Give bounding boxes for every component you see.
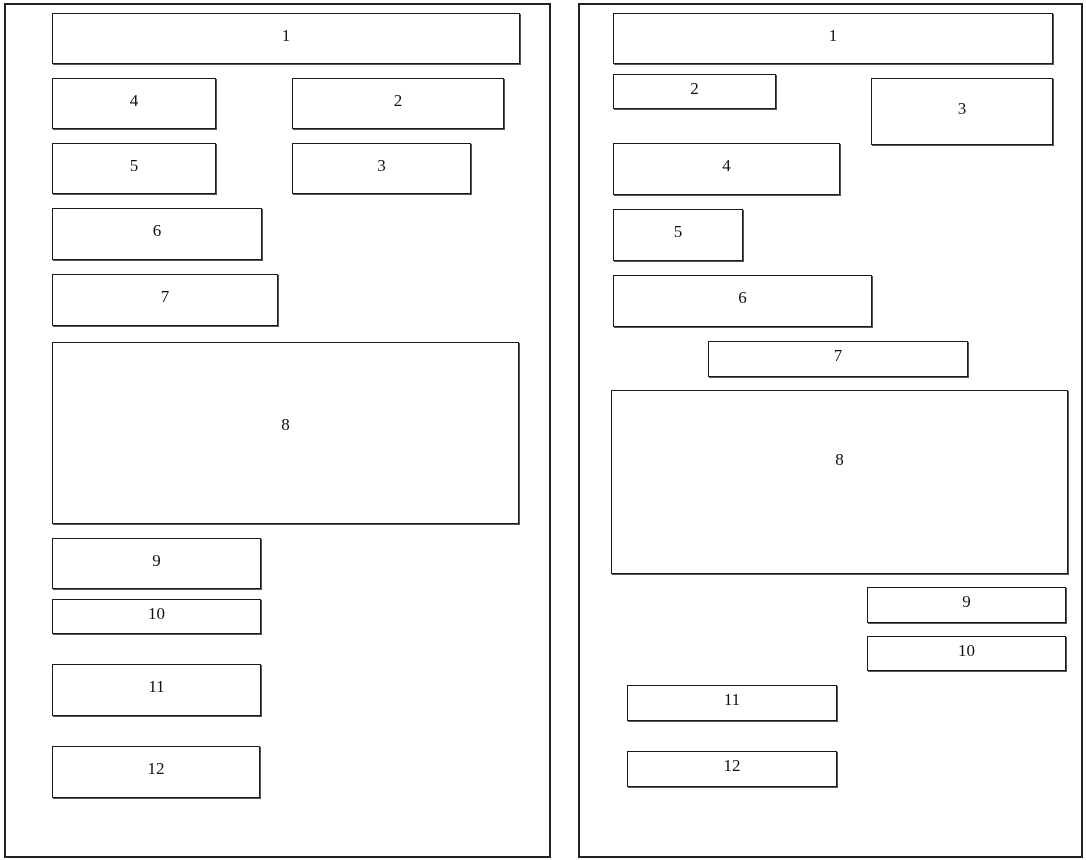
right-box-6-label: 6 [738,288,747,307]
left-box-5: 5 [52,143,216,194]
left-box-4-label: 4 [129,90,139,110]
left-box-9-label: 9 [152,550,161,570]
left-box-11-label: 11 [148,677,165,696]
left-box-7-label: 7 [160,287,170,306]
right-box-10: 10 [867,636,1066,671]
left-box-9: 9 [52,538,261,589]
left-box-1: 1 [52,13,520,64]
right-box-8-label: 8 [835,450,844,469]
right-box-2: 2 [613,74,776,109]
left-box-4: 4 [52,78,216,129]
right-box-7-label: 7 [833,346,843,365]
right-box-5-label: 5 [673,222,683,241]
right-box-12: 12 [627,751,837,787]
left-box-2: 2 [292,78,504,129]
left-box-1-label: 1 [281,25,291,45]
right-box-4: 4 [613,143,840,195]
right-box-12-label: 12 [723,756,741,775]
right-box-6: 6 [613,275,872,327]
right-box-3-label: 3 [957,98,967,118]
right-box-1-label: 1 [828,25,838,45]
left-box-10: 10 [52,599,261,634]
left-box-3-label: 3 [377,155,386,175]
right-box-9: 9 [867,587,1066,623]
left-box-6: 6 [52,208,262,260]
left-box-8: 8 [52,342,519,524]
right-box-4-label: 4 [722,156,731,175]
left-box-7: 7 [52,274,278,326]
right-box-2-label: 2 [690,78,699,98]
left-box-11: 11 [52,664,261,716]
right-box-1: 1 [613,13,1053,64]
right-box-5: 5 [613,209,743,261]
right-box-10-label: 10 [958,640,975,660]
right-box-11: 11 [627,685,837,721]
left-box-5-label: 5 [129,155,139,175]
right-box-11-label: 11 [723,690,741,709]
right-box-9-label: 9 [962,592,971,611]
left-box-8-label: 8 [281,415,290,434]
left-box-3: 3 [292,143,471,194]
left-box-6-label: 6 [152,221,162,240]
right-box-8: 8 [611,390,1068,574]
right-box-7: 7 [708,341,968,377]
left-box-10-label: 10 [148,603,165,623]
left-box-12: 12 [52,746,260,798]
left-box-12-label: 12 [147,759,165,778]
right-box-3: 3 [871,78,1053,145]
left-box-2-label: 2 [393,90,403,110]
